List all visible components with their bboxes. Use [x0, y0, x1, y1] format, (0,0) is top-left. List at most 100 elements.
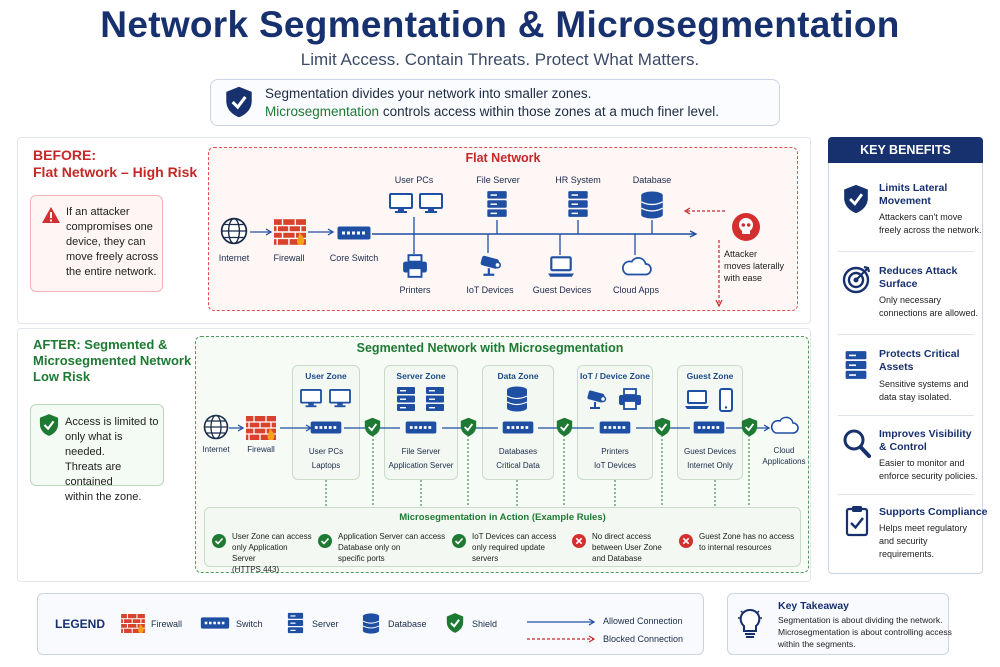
label-iot-devices: IoT Devices — [466, 285, 514, 295]
switch-icon — [693, 421, 725, 434]
flat-network-title: Flat Network — [465, 151, 541, 165]
key-takeaway-text: Segmentation is about dividing the netwo… — [778, 615, 952, 649]
key-takeaway-title: Key Takeaway — [778, 600, 850, 612]
shield-icon — [654, 417, 671, 437]
legend-blocked: Blocked Connection — [603, 634, 684, 644]
flat-network-box — [208, 147, 798, 311]
intro-highlight: Microsegmentation — [265, 104, 380, 119]
shield-icon — [741, 417, 758, 437]
legend-allowed: Allowed Connection — [603, 616, 683, 626]
label-firewall: Firewall — [273, 253, 305, 263]
legend-shield: Shield — [472, 619, 498, 629]
after-heading-3: Low Risk — [33, 369, 91, 384]
zone-server-label-1: File Server — [401, 447, 441, 456]
before-panel — [17, 137, 811, 324]
label-internet: Internet — [218, 253, 250, 263]
benefit-divider — [838, 251, 974, 252]
legend-firewall: Firewall — [151, 619, 183, 629]
shield-icon — [460, 417, 477, 437]
rules-title: Microsegmentation in Action (Example Rul… — [399, 512, 606, 523]
zone-user-title: User Zone — [305, 371, 347, 381]
database-icon — [362, 613, 380, 634]
check-circle-icon — [452, 534, 466, 548]
printer-icon — [618, 388, 642, 410]
label-internet-after: Internet — [202, 445, 230, 454]
x-circle-icon — [572, 534, 586, 548]
legend-server: Server — [312, 619, 339, 629]
monitor-icon — [300, 389, 322, 409]
after-panel — [17, 328, 811, 582]
label-firewall-after: Firewall — [247, 445, 275, 454]
x-circle-icon — [679, 534, 693, 548]
zone-data-label-2: Critical Data — [496, 461, 540, 470]
before-heading: BEFORE: — [33, 147, 96, 163]
rules-box — [204, 507, 801, 567]
database-icon — [506, 386, 528, 412]
benefit-divider — [838, 415, 974, 416]
zone-server-label-2: Application Server — [388, 461, 454, 470]
page-subtitle: Limit Access. Contain Threats. Protect W… — [300, 50, 700, 69]
key-benefits-title: KEY BENEFITS — [828, 137, 983, 163]
target-icon — [842, 265, 871, 294]
switch-icon — [310, 421, 342, 434]
zone-data-title: Data Zone — [497, 371, 539, 381]
zone-iot-label-1: Printers — [601, 447, 629, 456]
allowed-connection-line — [527, 618, 596, 626]
legend-box — [37, 593, 704, 655]
check-circle-icon — [212, 534, 226, 548]
server-icon — [396, 386, 416, 412]
label-file-server: File Server — [476, 175, 520, 185]
switch-icon — [200, 617, 230, 629]
shield-icon — [446, 612, 464, 634]
intro-line-2: Microsegmentation controls access within… — [265, 104, 719, 119]
benefit-divider — [838, 494, 974, 495]
benefit-divider — [838, 334, 974, 335]
shield-icon — [556, 417, 573, 437]
after-heading-1: AFTER: Segmented & — [33, 337, 168, 352]
zone-guest-title: Guest Zone — [686, 371, 734, 381]
intro-line-1: Segmentation divides your network into s… — [265, 86, 592, 101]
label-core-switch: Core Switch — [329, 253, 379, 263]
zone-iot-label-2: IoT Devices — [593, 461, 637, 470]
zone-user-label-2: Laptops — [311, 461, 341, 470]
server-icon — [425, 386, 445, 412]
benefit-4-title: Improves Visibility& Control — [879, 428, 972, 453]
server-icon — [287, 612, 304, 634]
before-subheading: Flat Network – High Risk — [33, 164, 198, 180]
intro-box: Segmentation divides your network into s… — [210, 79, 780, 126]
label-guest-devices: Guest Devices — [532, 285, 592, 295]
magnifier-icon — [843, 429, 871, 458]
blocked-connection-line — [527, 635, 596, 643]
key-takeaway-box — [727, 593, 949, 655]
switch-icon — [405, 421, 437, 434]
zone-guest-label-2: Internet Only — [687, 461, 733, 470]
label-cloud-apps: Cloud Apps — [612, 285, 660, 295]
label-printers: Printers — [399, 285, 431, 295]
check-circle-icon — [318, 534, 332, 548]
zone-iot-title: IoT / Device Zone — [580, 371, 650, 381]
warning-icon — [42, 207, 60, 223]
phone-icon — [719, 388, 733, 412]
after-heading-2: Microsegmented Network – — [33, 353, 203, 368]
lightbulb-icon — [738, 608, 762, 638]
attacker-skull-icon — [732, 213, 760, 241]
monitor-icon — [329, 389, 351, 409]
benefit-5-title: Supports Compliance — [879, 506, 988, 518]
firewall-icon — [121, 614, 145, 633]
switch-icon — [599, 421, 631, 434]
